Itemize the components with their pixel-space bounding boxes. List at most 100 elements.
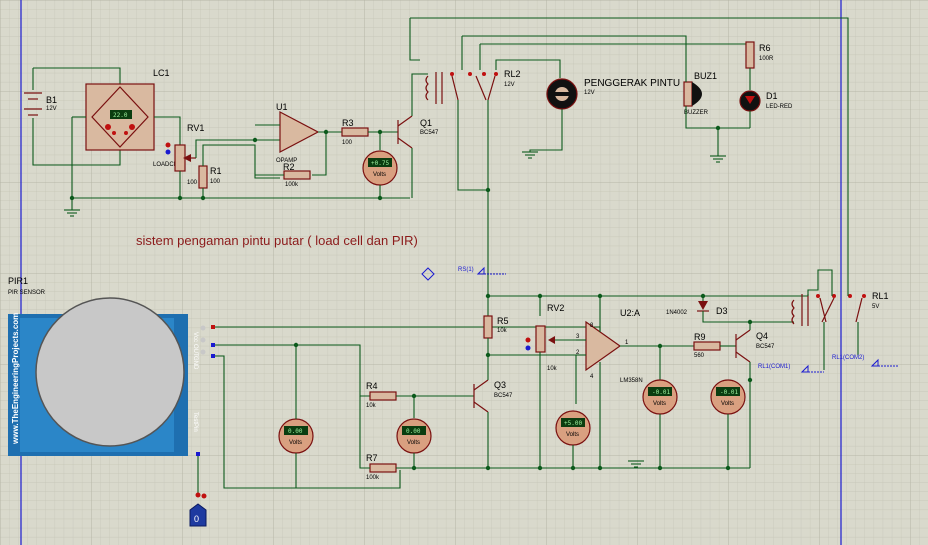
b1-value: 12V — [46, 106, 57, 112]
pir1-test-pin: TestPin — [192, 412, 198, 432]
r5-value: 10k — [497, 328, 508, 334]
r5-ref: R5 — [497, 316, 509, 326]
lc1-display: 22.0 — [113, 112, 128, 119]
d1-value: LED-RED — [766, 104, 793, 110]
net-label-com2: RL1(COM2) — [832, 355, 898, 367]
com2-label: RL1(COM2) — [832, 355, 864, 361]
u2-ref: U2:A — [620, 308, 640, 318]
motor-penggerak-pintu[interactable]: PENGGERAK PINTU 12V — [546, 78, 680, 110]
rl1-value: 5V — [872, 304, 879, 310]
ground-symbol-buzzer — [710, 155, 726, 163]
u2-pin3: 3 — [576, 334, 580, 340]
opamp-u2a[interactable]: U2:A LM358N 3 2 8 4 1 — [576, 308, 643, 384]
transistor-q1[interactable]: Q1 BC547 — [397, 115, 439, 149]
rl1-ref: RL1 — [872, 291, 889, 301]
relay-rl1[interactable]: RL1 5V — [791, 291, 889, 326]
relay-rl2[interactable]: RL2 12V — [425, 69, 521, 104]
q1-value: BC547 — [420, 130, 439, 136]
motor-label: PENGGERAK PINTU — [584, 78, 680, 89]
r2-value: 100k — [285, 182, 299, 188]
ground-symbol — [64, 209, 80, 217]
logic-probe-state: 0 — [194, 514, 199, 524]
d3-value: 1N4002 — [666, 310, 688, 316]
u2-pin4: 4 — [590, 374, 594, 380]
voltmeter-m6[interactable]: -0.01 Volts — [710, 379, 746, 415]
rv1-ref: RV1 — [187, 123, 204, 133]
q4-ref: Q4 — [756, 331, 768, 341]
rs1-label: RS(1) — [458, 267, 474, 273]
rv2-ref: RV2 — [547, 303, 564, 313]
m4-reading: +5.00 — [564, 420, 582, 427]
r9-ref: R9 — [694, 332, 706, 342]
pir-sensor-pir1[interactable]: PIR1 PIR SENSOR www.TheEngineeringProjec… — [8, 276, 215, 456]
logic-probe[interactable]: 0 — [189, 492, 207, 527]
opamp-u1[interactable]: U1 OPAMP — [276, 102, 320, 164]
com1-label: RL1(COM1) — [758, 364, 790, 370]
net-label-rs1: RS(1) — [421, 266, 506, 281]
u2-pin8: 8 — [590, 323, 594, 329]
m6-reading: -0.01 — [720, 389, 738, 396]
pir1-pin-gnd: GND — [192, 356, 198, 370]
buzzer-buz1[interactable]: BUZ1 BUZZER — [683, 71, 717, 116]
m3-unit: Volts — [407, 440, 420, 446]
m4-unit: Volts — [566, 432, 579, 438]
rv1-value: 100 — [187, 180, 198, 186]
voltmeter-m3[interactable]: 0.00 Volts — [396, 418, 432, 454]
rl2-value: 12V — [504, 82, 515, 88]
lc1-label: LOADCELL — [153, 162, 185, 168]
ground-symbol-bottom — [628, 460, 644, 468]
voltmeter-m5[interactable]: -0.01 Volts — [642, 379, 678, 415]
transistor-q4[interactable]: Q4 BC547 — [735, 329, 775, 363]
voltmeter-m4[interactable]: +5.00 Volts — [555, 410, 591, 446]
m1-reading: +0.75 — [371, 160, 389, 167]
d1-ref: D1 — [766, 91, 778, 101]
pir1-ref: PIR1 — [8, 276, 28, 286]
m2-reading: 0.00 — [288, 428, 303, 435]
battery-b1[interactable]: B1 12V — [24, 67, 121, 166]
buz1-ref: BUZ1 — [694, 71, 717, 81]
u1-value: OPAMP — [276, 158, 297, 164]
m1-unit: Volts — [373, 172, 386, 178]
u2-pin1: 1 — [625, 340, 629, 346]
r3-value: 100 — [342, 140, 353, 146]
r4-ref: R4 — [366, 381, 378, 391]
pir1-value: PIR SENSOR — [8, 290, 46, 296]
transistor-q3[interactable]: Q3 BC547 — [473, 379, 513, 413]
net-label-com1: RL1(COM1) — [758, 364, 824, 373]
r4-value: 10k — [366, 403, 377, 409]
r7-ref: R7 — [366, 453, 378, 463]
r9-value: 560 — [694, 353, 705, 359]
r6-ref: R6 — [759, 43, 771, 53]
rl2-ref: RL2 — [504, 69, 521, 79]
pir1-pin-vcc: Vcc — [192, 332, 198, 342]
r1-ref: R1 — [210, 166, 222, 176]
junction-dots — [69, 125, 753, 471]
buz1-value: BUZZER — [684, 110, 709, 116]
r2-ref: R2 — [283, 162, 295, 172]
q3-ref: Q3 — [494, 380, 506, 390]
ground-symbol-motor — [522, 151, 538, 159]
r1-value: 100 — [210, 179, 221, 185]
q3-value: BC547 — [494, 393, 513, 399]
voltmeter-m2[interactable]: 0.00 Volts — [278, 418, 314, 454]
u1-ref: U1 — [276, 102, 288, 112]
motor-value: 12V — [584, 90, 595, 96]
q4-value: BC547 — [756, 344, 775, 350]
r3-ref: R3 — [342, 118, 354, 128]
r6-value: 100R — [759, 56, 774, 62]
m5-unit: Volts — [653, 401, 666, 407]
u2-value: LM358N — [620, 378, 643, 384]
r7-value: 100k — [366, 475, 380, 481]
rv2-value: 10k — [547, 366, 558, 372]
m5-reading: -0.01 — [652, 389, 670, 396]
load-cell-lc1[interactable]: LC1 22.0 LOADCELL — [85, 68, 185, 168]
pir1-pin-out: OUT — [192, 344, 198, 357]
u2-pin2: 2 — [576, 350, 580, 356]
q1-ref: Q1 — [420, 118, 432, 128]
voltmeter-m1[interactable]: +0.75 Volts — [362, 150, 398, 186]
m2-unit: Volts — [289, 440, 302, 446]
schematic-title: sistem pengaman pintu putar ( load cell … — [136, 233, 418, 248]
pir1-side-text: www.TheEngineeringProjects.com — [11, 313, 20, 445]
m3-reading: 0.00 — [406, 428, 421, 435]
